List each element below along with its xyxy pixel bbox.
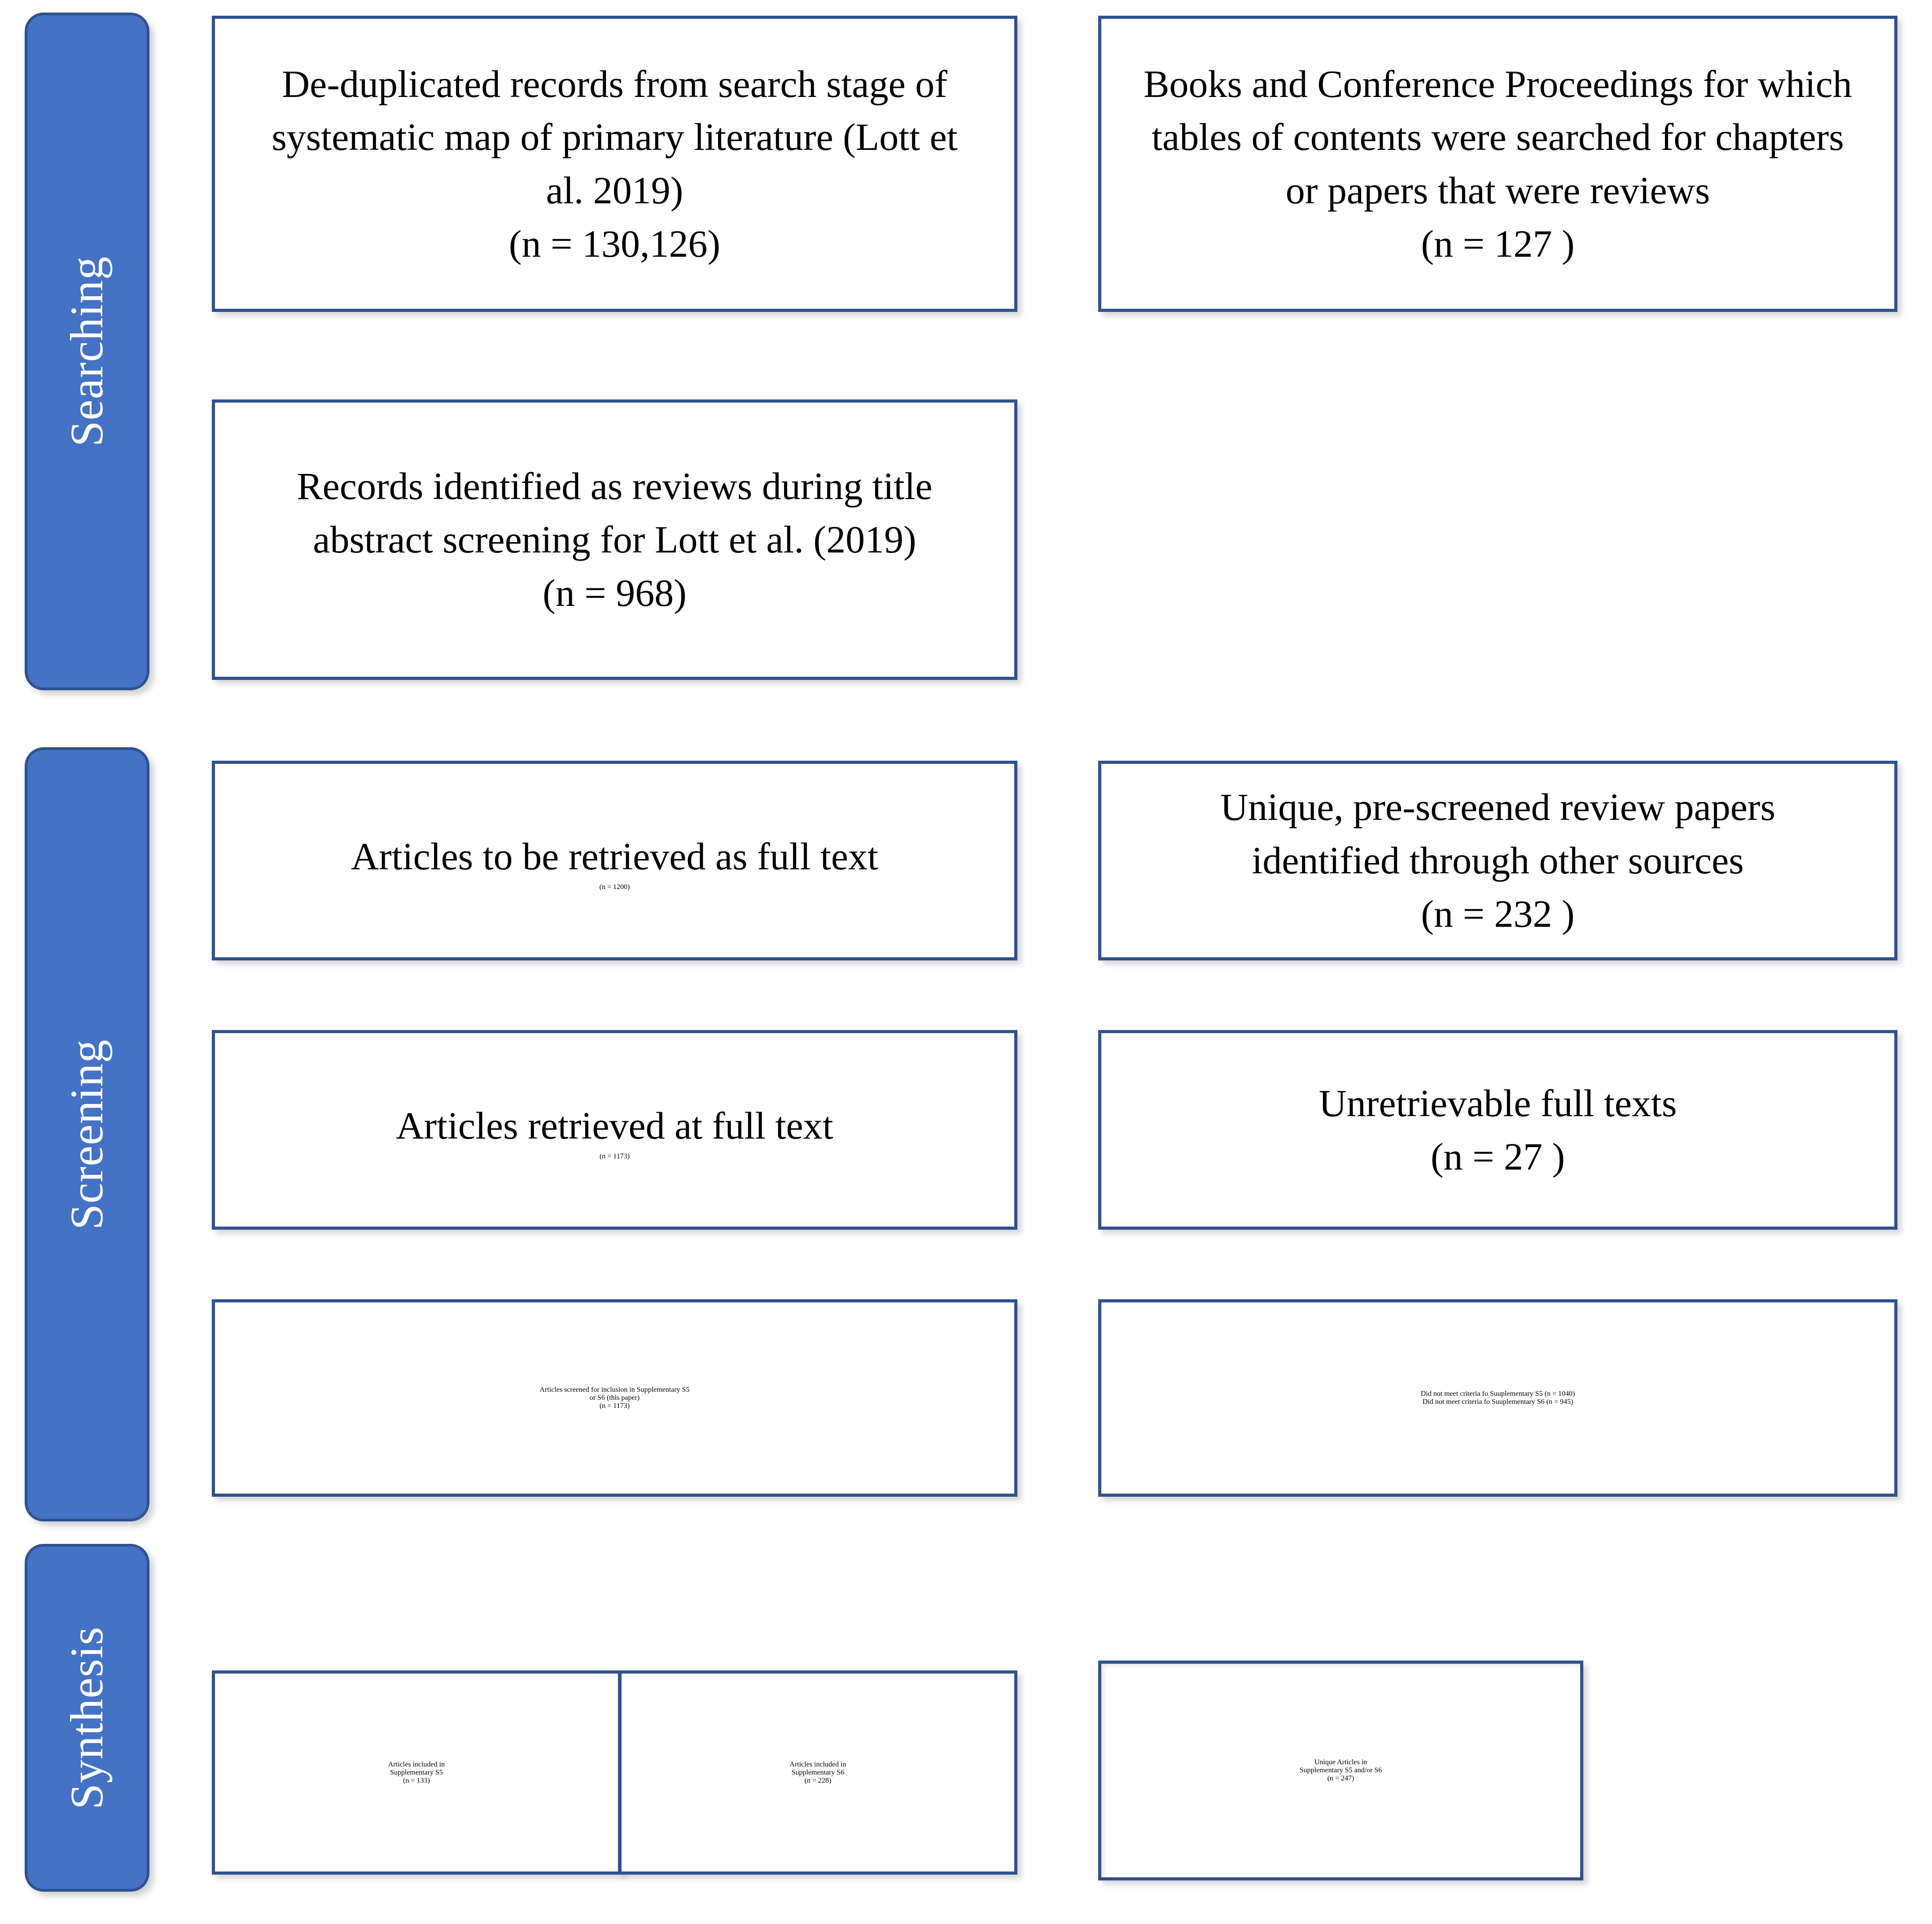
box-included-s6-line2: Supplementary S6: [791, 1768, 845, 1776]
box-unretrievable-count: (n = 27 ): [1430, 1135, 1565, 1178]
box-records-identified-count: (n = 968): [543, 571, 687, 614]
stage-bar-screening: Screening: [25, 747, 149, 1521]
box-included-s6-count: (n = 228): [804, 1776, 832, 1784]
box-included-s5-count: (n = 133): [403, 1776, 430, 1784]
box-unretrievable-full-texts: Unretrievable full texts (n = 27 ): [1098, 1030, 1897, 1230]
box-unretrievable-line1: Unretrievable full texts: [1319, 1081, 1677, 1125]
box-records-identified-line2: abstract screening for Lott et al. (2019…: [313, 518, 916, 561]
box-records-identified-line1: Records identified as reviews during tit…: [297, 465, 933, 508]
box-deduplicated-records-line1: De-duplicated records from search stage …: [282, 62, 947, 105]
box-deduplicated-records-line2: systematic map of primary literature (Lo…: [272, 115, 958, 159]
box-articles-retrieved-full-text: Articles retrieved at full text (n = 117…: [212, 1030, 1017, 1230]
box-excluded-criteria-line2: Did not meet criteria fo Suuplementary S…: [1422, 1398, 1573, 1406]
box-unique-prescreened-papers: Unique, pre-screened review papers ident…: [1098, 761, 1897, 960]
box-articles-retrieved-line1: Articles retrieved at full text: [396, 1104, 833, 1148]
box-articles-screened-line2: or S6 (this paper): [589, 1394, 640, 1402]
box-books-conference-line1: Books and Conference Proceedings for whi…: [1143, 62, 1852, 105]
stage-label-searching: Searching: [61, 256, 113, 447]
box-articles-retrieved-count: (n = 1173): [599, 1152, 630, 1160]
box-included-supplementary-s6: Articles included in Supplementary S6 (n…: [618, 1670, 1017, 1875]
box-unique-articles-line1: Unique Articles in: [1314, 1758, 1367, 1766]
stage-label-screening: Screening: [61, 1039, 113, 1230]
box-books-conference-line3: or papers that were reviews: [1285, 169, 1710, 212]
box-excluded-criteria-line1: Did not meet criteria fo Suuplementary S…: [1420, 1390, 1575, 1398]
box-articles-to-be-retrieved-count: (n = 1200): [599, 883, 630, 891]
stage-bar-synthesis: Synthesis: [25, 1544, 149, 1892]
box-deduplicated-records-line3: al. 2019): [546, 169, 683, 212]
box-books-conference-count: (n = 127 ): [1421, 222, 1575, 265]
stage-label-synthesis: Synthesis: [61, 1626, 113, 1810]
box-deduplicated-records: De-duplicated records from search stage …: [212, 16, 1017, 312]
box-included-s5-line1: Articles included in: [388, 1760, 445, 1768]
box-unique-prescreened-count: (n = 232 ): [1421, 892, 1575, 935]
box-unique-articles-line2: Supplementary S5 and/or S6: [1299, 1766, 1382, 1774]
box-unique-prescreened-line1: Unique, pre-screened review papers: [1220, 785, 1775, 829]
box-articles-screened-count: (n = 1173): [599, 1402, 630, 1410]
box-articles-screened-inclusion: Articles screened for inclusion in Suppl…: [212, 1299, 1017, 1497]
box-included-s6-line1: Articles included in: [789, 1760, 846, 1768]
box-records-identified-reviews: Records identified as reviews during tit…: [212, 399, 1017, 680]
box-included-s5-line2: Supplementary S5: [390, 1768, 443, 1776]
box-unique-articles-count: (n = 247): [1327, 1775, 1354, 1782]
box-included-supplementary-s5: Articles included in Supplementary S5 (n…: [212, 1670, 621, 1875]
box-unique-prescreened-line2: identified through other sources: [1252, 839, 1744, 882]
box-articles-screened-line1: Articles screened for inclusion in Suppl…: [539, 1386, 690, 1394]
box-articles-to-be-retrieved: Articles to be retrieved as full text (n…: [212, 761, 1017, 960]
box-unique-articles-s5-s6: Unique Articles in Supplementary S5 and/…: [1098, 1661, 1583, 1880]
box-deduplicated-records-count: (n = 130,126): [508, 222, 721, 265]
stage-bar-searching: Searching: [25, 13, 149, 690]
box-books-conference-proceedings: Books and Conference Proceedings for whi…: [1098, 16, 1897, 312]
box-books-conference-line2: tables of contents were searched for cha…: [1152, 115, 1844, 159]
box-excluded-criteria: Did not meet criteria fo Suuplementary S…: [1098, 1299, 1897, 1497]
box-articles-to-be-retrieved-line1: Articles to be retrieved as full text: [351, 835, 878, 878]
